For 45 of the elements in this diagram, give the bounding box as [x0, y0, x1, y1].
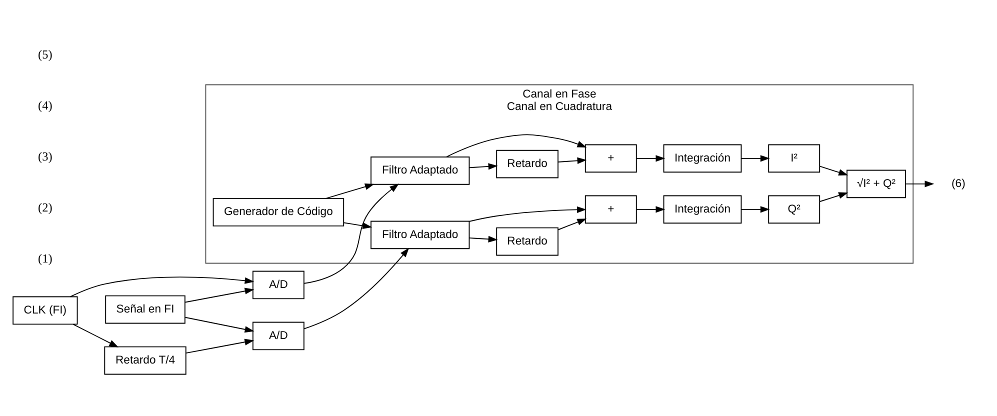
arrow	[740, 155, 770, 162]
node-box: Filtro Adaptado	[370, 156, 470, 185]
node-box: I²	[768, 144, 820, 173]
arrow	[186, 338, 254, 354]
arrow	[740, 206, 770, 213]
arrow	[905, 180, 934, 188]
node-box: CLK (FI)	[12, 296, 78, 325]
arrow	[325, 184, 374, 199]
node-text: (6)	[952, 178, 966, 190]
node-box: A/D	[252, 322, 304, 350]
node-box: Señal en FI	[105, 295, 186, 324]
node-box: +	[584, 144, 637, 173]
arrow	[72, 324, 119, 348]
arrow	[468, 236, 498, 242]
arrow	[184, 288, 254, 303]
arrow	[468, 163, 498, 170]
node-box: Generador de Código	[212, 198, 344, 226]
label: (3)	[38, 150, 52, 164]
arrow	[304, 184, 400, 284]
arrow	[820, 166, 848, 176]
node-box: Integración	[663, 195, 742, 224]
arrow	[558, 218, 587, 230]
node-box: √I² + Q²	[846, 170, 906, 198]
label: (4)	[38, 98, 52, 113]
arrow	[304, 248, 410, 330]
arrow	[820, 192, 848, 202]
node-box: +	[584, 195, 637, 224]
arrow	[636, 155, 666, 162]
label: (5)	[38, 48, 52, 62]
node-box: Filtro Adaptado	[370, 220, 470, 250]
arrow	[343, 222, 372, 230]
node-box: Retardo T/4	[104, 346, 186, 375]
arrow	[184, 316, 254, 333]
node-box: Integración	[663, 144, 742, 173]
label: (2)	[38, 200, 52, 215]
arrow	[469, 206, 586, 222]
arrow	[446, 134, 587, 158]
node-box: Retardo	[496, 150, 558, 178]
label: (1)	[38, 252, 52, 266]
arrow	[558, 157, 587, 164]
node-box: Q²	[768, 195, 820, 224]
arrow	[636, 206, 666, 213]
node-box: Retardo	[496, 227, 558, 256]
arrow	[70, 276, 254, 298]
node-box: A/D	[252, 270, 304, 300]
